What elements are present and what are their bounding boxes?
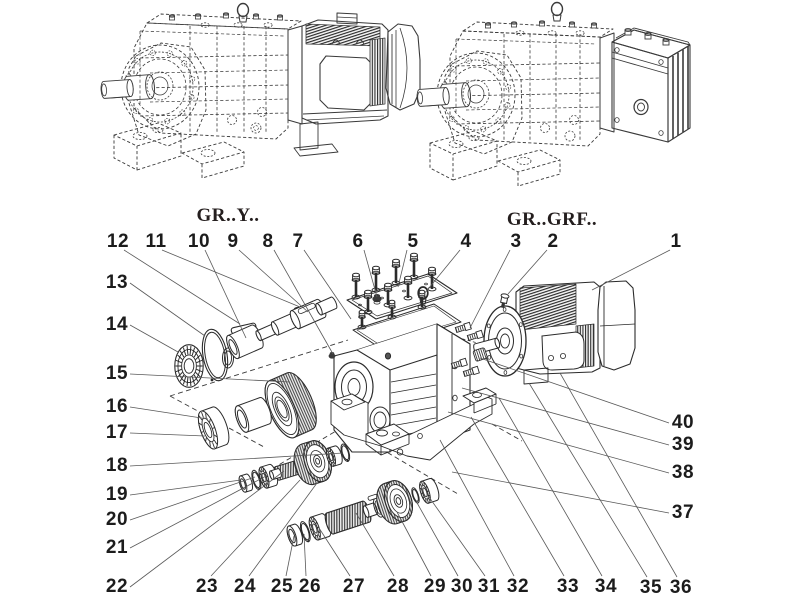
svg-text:24: 24 bbox=[234, 576, 256, 597]
svg-text:26: 26 bbox=[299, 576, 321, 597]
svg-text:15: 15 bbox=[106, 363, 128, 384]
svg-text:27: 27 bbox=[343, 576, 365, 597]
svg-text:14: 14 bbox=[106, 314, 128, 335]
svg-text:12: 12 bbox=[107, 231, 129, 252]
svg-text:38: 38 bbox=[672, 462, 694, 483]
svg-text:30: 30 bbox=[451, 576, 473, 597]
svg-text:34: 34 bbox=[595, 576, 617, 597]
svg-text:19: 19 bbox=[106, 484, 128, 505]
svg-text:9: 9 bbox=[227, 231, 238, 252]
svg-text:1: 1 bbox=[670, 231, 681, 252]
svg-text:31: 31 bbox=[478, 576, 500, 597]
svg-text:32: 32 bbox=[507, 576, 529, 597]
svg-text:13: 13 bbox=[106, 272, 128, 293]
svg-text:18: 18 bbox=[106, 455, 128, 476]
svg-text:36: 36 bbox=[670, 577, 692, 598]
svg-text:40: 40 bbox=[672, 412, 694, 433]
svg-text:GR..Y..: GR..Y.. bbox=[197, 205, 260, 226]
svg-text:10: 10 bbox=[188, 231, 210, 252]
svg-text:17: 17 bbox=[106, 422, 128, 443]
svg-text:7: 7 bbox=[292, 231, 303, 252]
svg-text:GR..GRF..: GR..GRF.. bbox=[507, 209, 597, 230]
svg-text:2: 2 bbox=[547, 231, 558, 252]
svg-text:22: 22 bbox=[106, 576, 128, 597]
svg-text:11: 11 bbox=[145, 231, 166, 252]
svg-text:29: 29 bbox=[424, 576, 446, 597]
svg-text:37: 37 bbox=[672, 502, 694, 523]
svg-text:5: 5 bbox=[407, 231, 418, 252]
svg-text:4: 4 bbox=[460, 231, 471, 252]
svg-text:39: 39 bbox=[672, 434, 694, 455]
svg-text:33: 33 bbox=[557, 576, 579, 597]
svg-text:8: 8 bbox=[262, 231, 273, 252]
svg-text:35: 35 bbox=[640, 577, 662, 598]
svg-text:6: 6 bbox=[352, 231, 363, 252]
svg-text:3: 3 bbox=[510, 231, 521, 252]
svg-text:23: 23 bbox=[196, 576, 218, 597]
svg-text:21: 21 bbox=[106, 537, 128, 558]
svg-text:28: 28 bbox=[387, 576, 409, 597]
svg-text:20: 20 bbox=[106, 509, 128, 530]
svg-text:16: 16 bbox=[106, 396, 128, 417]
svg-text:25: 25 bbox=[271, 576, 293, 597]
